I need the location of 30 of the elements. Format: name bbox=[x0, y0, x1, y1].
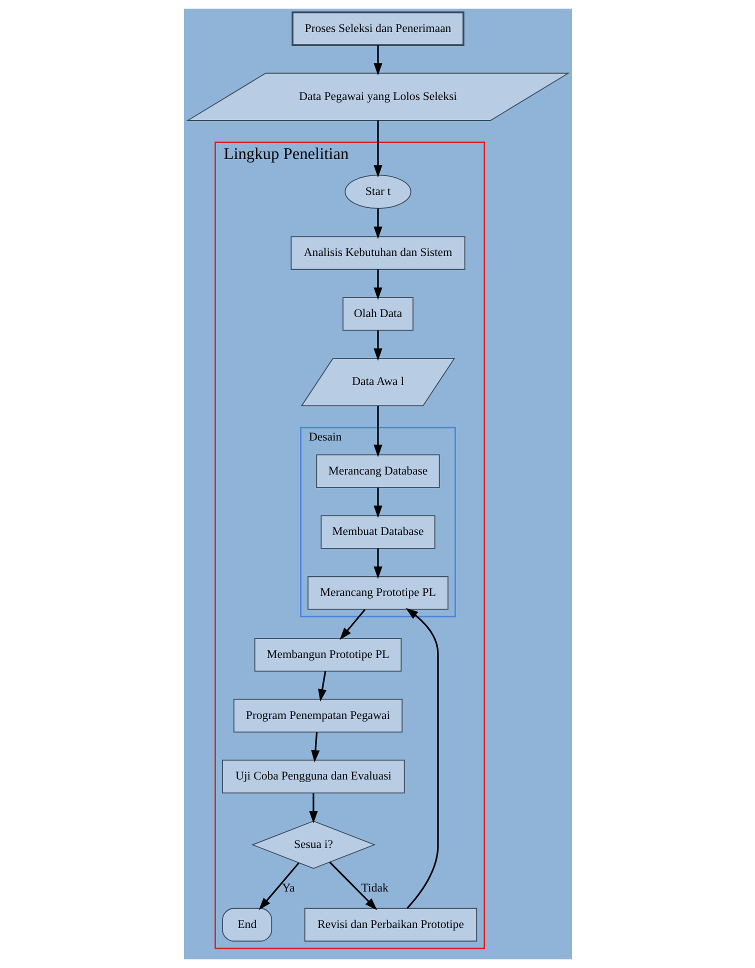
arrow bbox=[373, 120, 382, 178]
node-box: Membangun Prototipe PL bbox=[254, 638, 402, 672]
node-box: Olah Data bbox=[342, 297, 413, 331]
node-box: Membuat Database bbox=[320, 515, 435, 549]
arrow bbox=[310, 732, 320, 763]
arrow bbox=[373, 269, 382, 300]
edge-label: Ya bbox=[282, 880, 294, 894]
node-box: Proses Seleksi dan Penerimaan bbox=[291, 11, 464, 46]
arrow bbox=[308, 793, 318, 824]
node-box: Revisi dan Perbaikan Prototipe bbox=[304, 908, 477, 942]
arrow bbox=[373, 208, 382, 240]
node-diamond: Sesua i? bbox=[250, 820, 376, 869]
node-box: Merancang Database bbox=[316, 454, 440, 488]
arrow bbox=[373, 488, 382, 518]
arrow bbox=[373, 45, 382, 76]
node-box: Program Penempatan Pegawai bbox=[232, 698, 402, 732]
arrow bbox=[328, 862, 377, 910]
arrow bbox=[258, 862, 299, 910]
node-box: Uji Coba Pengguna dan Evaluasi bbox=[222, 760, 404, 794]
arrow bbox=[373, 330, 382, 361]
arrow bbox=[373, 406, 382, 458]
node-ellipse: Star t bbox=[344, 174, 411, 209]
edge-label: Tidak bbox=[360, 880, 388, 894]
arrow bbox=[339, 609, 365, 640]
node-box: Analisis Kebutuhan dan Sistem bbox=[290, 236, 465, 270]
node-box: Merancang Prototipe PL bbox=[307, 576, 448, 610]
arrow bbox=[405, 608, 438, 909]
node-box: End bbox=[222, 908, 272, 942]
arrow bbox=[318, 671, 326, 702]
arrow bbox=[373, 548, 382, 579]
